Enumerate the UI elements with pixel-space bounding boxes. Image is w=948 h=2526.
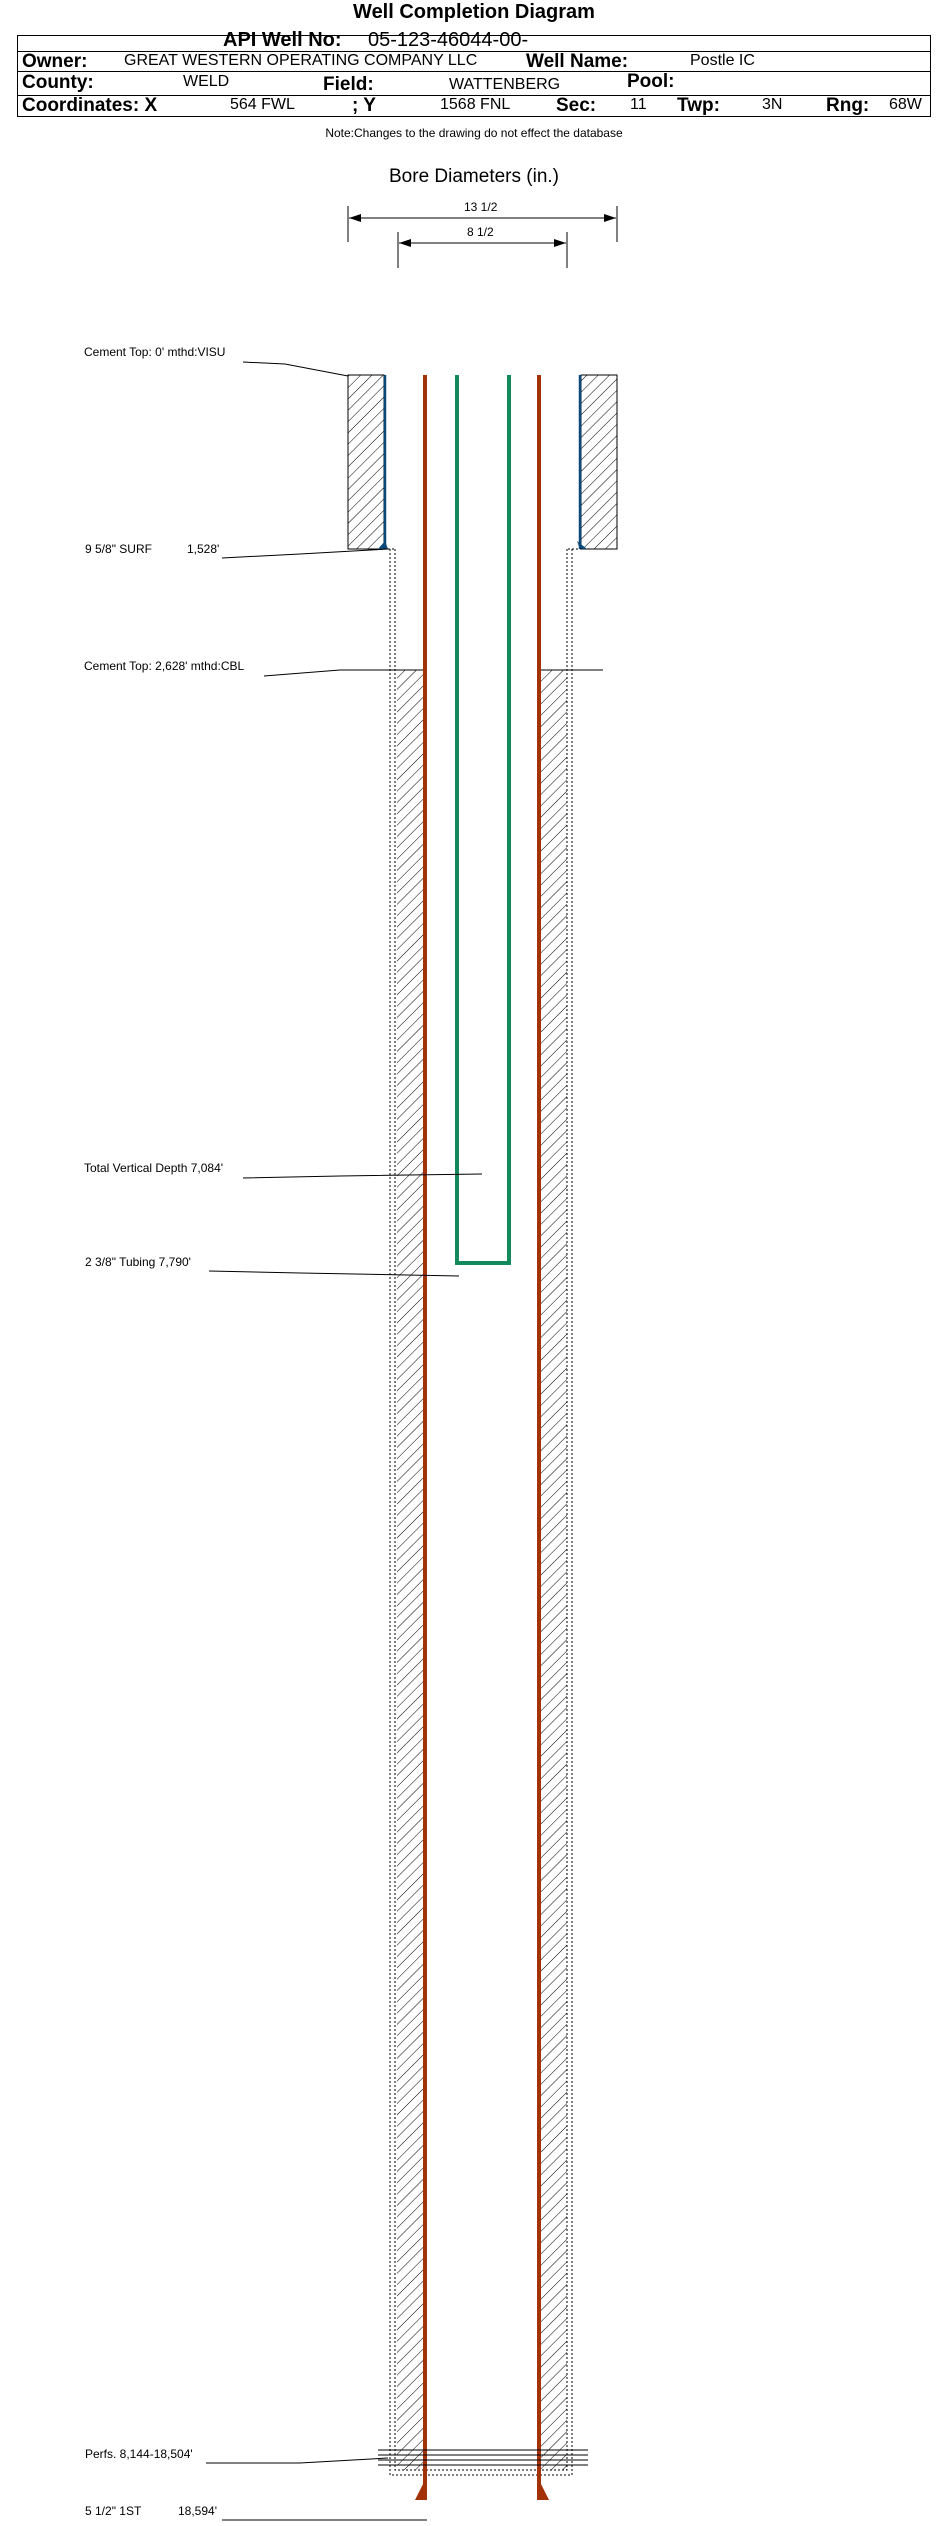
tubing-leader xyxy=(208,1270,460,1277)
county-value: WELD xyxy=(183,73,230,90)
production-cement-right xyxy=(541,670,567,2470)
header-divider xyxy=(17,95,931,96)
surface-casing-shoe-right xyxy=(577,541,587,549)
tubing-string xyxy=(455,375,511,1265)
well-name-value: Postle IC xyxy=(690,52,755,69)
api-value: 05-123-46044-00- xyxy=(368,29,529,51)
perforations-label: Perfs. 8,144-18,504' xyxy=(85,2447,193,2461)
field-label: Field: xyxy=(323,74,374,95)
pool-label: Pool: xyxy=(627,71,675,92)
coordinates-label: Coordinates: X xyxy=(22,95,158,116)
production-casing-name: 5 1/2" 1ST xyxy=(85,2504,142,2518)
header-divider xyxy=(17,71,931,72)
township-value: 3N xyxy=(762,96,783,113)
county-label: County: xyxy=(22,72,94,93)
cement-top-surface-leader xyxy=(242,361,349,377)
cement-top-surface-label: Cement Top: 0' mthd:VISU xyxy=(84,345,226,359)
township-label: Twp: xyxy=(677,95,720,116)
tubing-label: 2 3/8" Tubing 7,790' xyxy=(85,1255,191,1269)
x-coordinate-value: 564 FWL xyxy=(230,96,295,113)
y-coordinate-value: 1568 FNL xyxy=(440,96,511,113)
database-note: Note:Changes to the drawing do not effec… xyxy=(325,126,623,140)
production-casing-depth: 18,594' xyxy=(178,2504,217,2518)
diagram-title: Well Completion Diagram xyxy=(353,1,595,23)
perfs-leader xyxy=(206,2457,389,2464)
field-value: WATTENBERG xyxy=(449,76,561,93)
production-casing-shoe-left xyxy=(415,2484,427,2500)
range-label: Rng: xyxy=(826,95,870,116)
production-cement-left xyxy=(397,670,423,2470)
surface-cement-left xyxy=(347,374,385,550)
inner-diameter-label: 8 1/2 xyxy=(467,225,494,239)
well-name-label: Well Name: xyxy=(526,51,629,72)
outer-diameter-label: 13 1/2 xyxy=(464,200,498,214)
surface-casing-leader xyxy=(221,548,389,559)
owner-value: GREAT WESTERN OPERATING COMPANY LLC xyxy=(124,52,478,69)
inner-diameter-dimension xyxy=(397,232,568,268)
bore-diameters-title: Bore Diameters (in.) xyxy=(389,166,559,187)
surface-casing-name: 9 5/8" SURF xyxy=(85,542,152,556)
outer-diameter-dimension xyxy=(347,206,618,242)
cement-top-production-label: Cement Top: 2,628' mthd:CBL xyxy=(84,659,245,673)
y-coordinate-label: ; Y xyxy=(352,95,376,116)
production-casing-shoe-right xyxy=(537,2484,549,2500)
total-vertical-depth-label: Total Vertical Depth 7,084' xyxy=(84,1161,224,1175)
header-table xyxy=(17,35,931,117)
api-label: API Well No: xyxy=(223,29,342,51)
surface-casing-shoe-left xyxy=(378,541,388,549)
cement-top-production-leader xyxy=(263,669,423,677)
owner-label: Owner: xyxy=(22,51,88,72)
perforations xyxy=(378,2449,588,2466)
section-value: 11 xyxy=(630,96,647,113)
range-value: 68W xyxy=(889,96,922,113)
surface-casing-depth: 1,528' xyxy=(187,542,220,556)
header-divider xyxy=(17,51,931,52)
surface-cement-right xyxy=(580,374,618,550)
tvd-leader xyxy=(242,1173,483,1179)
section-label: Sec: xyxy=(556,95,597,116)
